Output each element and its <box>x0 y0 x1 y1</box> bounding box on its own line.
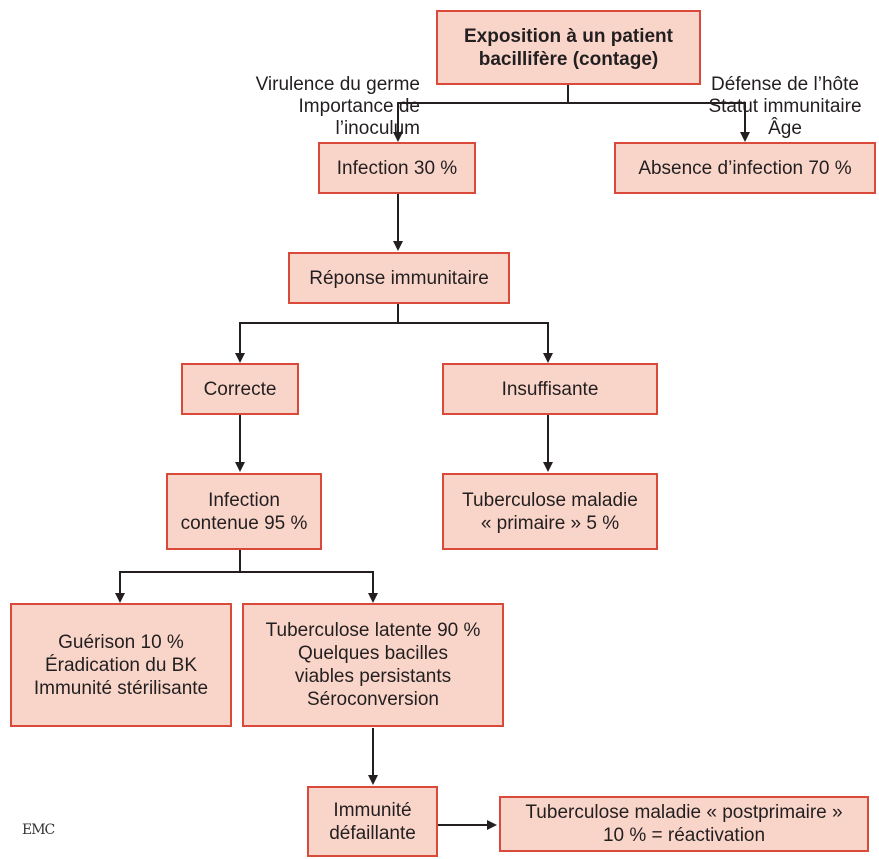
connector-exposition-split <box>393 84 569 142</box>
node-contenue-label: Infection contenue 95 % <box>180 489 308 534</box>
node-contenue: Infection contenue 95 % <box>166 473 322 550</box>
connector-reponse-correcte <box>235 303 399 363</box>
node-absence-label: Absence d’infection 70 % <box>638 157 852 179</box>
node-absence: Absence d’infection 70 % <box>614 142 876 194</box>
connector-exposition-absence <box>568 102 750 142</box>
node-guerison-label: Guérison 10 % Éradication du BK Immunité… <box>33 631 209 699</box>
annotation-right: Défense de l’hôte Statut immunitaire Âge <box>695 52 875 140</box>
annotation-right-text: Défense de l’hôte Statut immunitaire Âge <box>708 74 862 139</box>
node-defaillante: Immunité défaillante <box>307 786 438 857</box>
node-infection: Infection 30 % <box>318 142 476 194</box>
annotation-left: Virulence du germe Importance de l’inocu… <box>210 52 420 140</box>
node-primaire: Tuberculose maladie « primaire » 5 % <box>442 473 658 550</box>
node-exposition-label: Exposition à un patient bacillifère (con… <box>463 25 673 70</box>
node-primaire-label: Tuberculose maladie « primaire » 5 % <box>462 489 638 534</box>
node-postprimaire-label: Tuberculose maladie « postprimaire » 10 … <box>525 802 843 846</box>
connector-contenue-guerison <box>115 549 241 603</box>
connector-contenue-latente <box>240 571 378 603</box>
node-correcte: Correcte <box>181 363 299 415</box>
node-latente-label: Tuberculose latente 90 % Quelques bacill… <box>265 620 481 710</box>
node-defaillante-label: Immunité défaillante <box>329 799 416 844</box>
annotation-left-text: Virulence du germe Importance de l’inocu… <box>255 74 420 139</box>
node-correcte-label: Correcte <box>203 378 277 400</box>
node-latente: Tuberculose latente 90 % Quelques bacill… <box>242 603 504 727</box>
node-reponse-label: Réponse immunitaire <box>309 267 489 289</box>
node-infection-label: Infection 30 % <box>336 157 458 179</box>
emc-logo: EMC <box>22 822 55 838</box>
node-postprimaire: Tuberculose maladie « postprimaire » 10 … <box>499 796 869 852</box>
node-insuffisante: Insuffisante <box>442 363 658 415</box>
node-exposition: Exposition à un patient bacillifère (con… <box>436 10 701 85</box>
node-insuffisante-label: Insuffisante <box>501 378 599 400</box>
connector-reponse-insuffisante <box>398 322 553 363</box>
node-reponse: Réponse immunitaire <box>288 252 510 304</box>
node-guerison: Guérison 10 % Éradication du BK Immunité… <box>10 603 232 727</box>
